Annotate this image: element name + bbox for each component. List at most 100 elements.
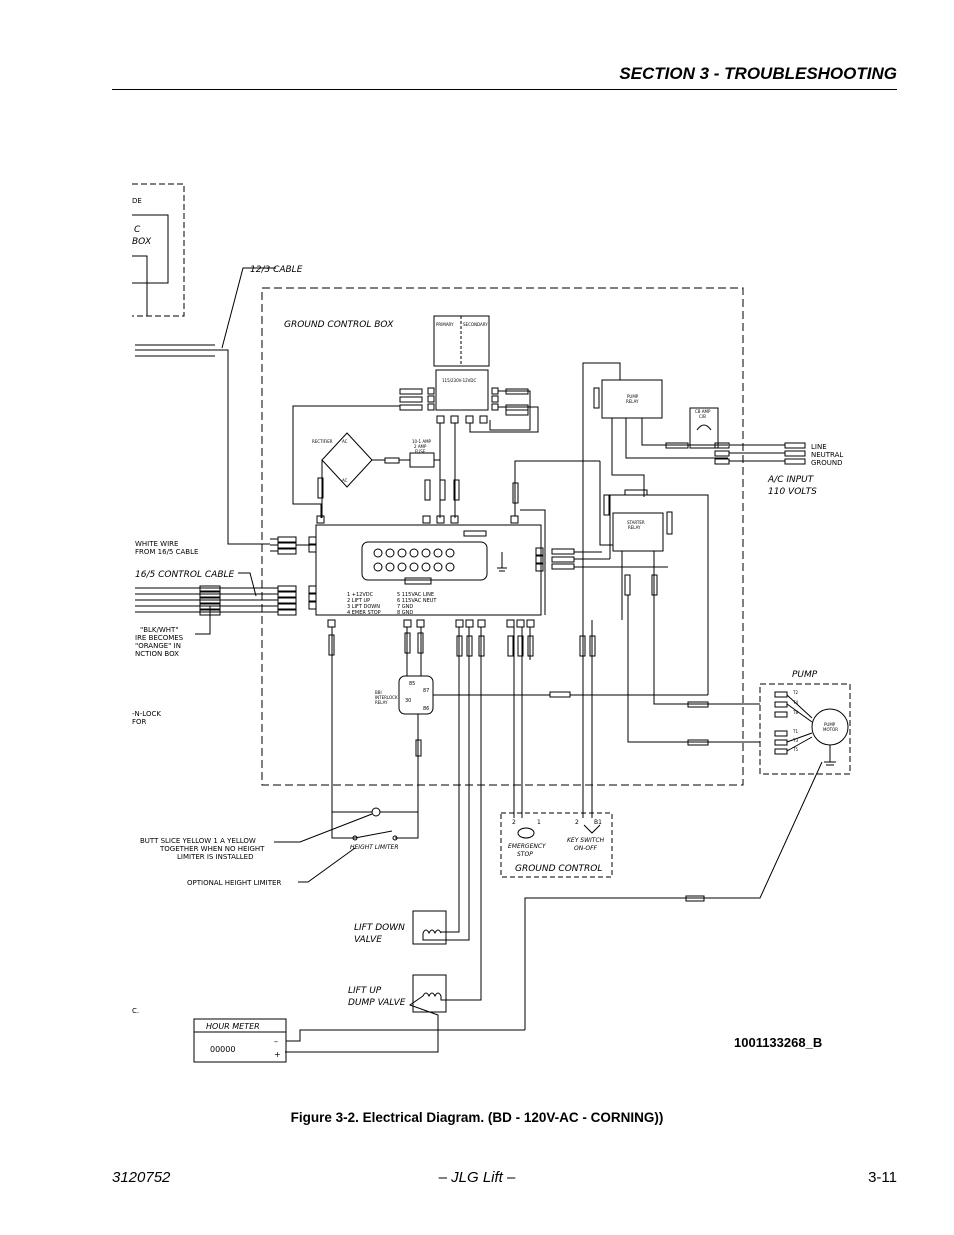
rectifier-label: RECTIFIER (312, 439, 333, 444)
lift-up-coil (422, 992, 442, 998)
butt-splice-label-3: LIMITER IS INSTALLED (177, 853, 253, 861)
terminal (450, 515, 459, 524)
wire (422, 627, 470, 941)
pump-terminal (774, 748, 788, 755)
board-legend: 3 LIFT DOWN (347, 604, 380, 610)
wire-tag-vertical (439, 479, 446, 501)
wire-tag (384, 457, 400, 464)
wire-tag-vertical (589, 635, 596, 657)
circuit-breaker-label: CB AMP (695, 409, 711, 414)
connector-pin (421, 562, 431, 572)
line-label: LINE (811, 443, 827, 451)
wire-tag (277, 585, 297, 592)
pump-terminal-label: T3 (792, 738, 798, 743)
ground-control-box-label: GROUND CONTROL BOX (284, 320, 394, 330)
terminal-label: 2 (575, 819, 579, 826)
wire-tag (277, 536, 297, 543)
wire-tag (399, 404, 423, 411)
wire-tag (714, 458, 730, 465)
interlock-label-2: FOR (132, 718, 147, 726)
header-rule (112, 89, 897, 90)
ac-input-label: A/C INPUT (767, 475, 815, 485)
wire (285, 995, 439, 1053)
relay-pin-label: 86 (423, 706, 429, 712)
left-c-label: C (134, 225, 141, 235)
wire-tag-vertical (593, 387, 600, 409)
pump-motor-label-2: MOTOR (823, 727, 838, 732)
wire-tag-vertical (603, 494, 610, 516)
pump-box (759, 683, 851, 775)
rectifier-bridge (321, 432, 373, 488)
relay-pin-label: 85 (409, 681, 415, 687)
interlock-relay-label: BBI (375, 690, 382, 695)
interlock-label: -N-LOCK (132, 710, 161, 718)
left-de-label: DE (132, 197, 142, 205)
pump-terminal-label: T5 (792, 747, 798, 752)
left-box-label: BOX (132, 237, 152, 247)
wire-tag (784, 442, 806, 449)
lift-down-label: LIFT DOWN (354, 923, 405, 933)
key-switch-symbol (583, 824, 601, 834)
wire-tag (277, 603, 297, 610)
figure-caption: Figure 3-2. Electrical Diagram. (BD - 12… (290, 1110, 664, 1125)
wire-tag-vertical (517, 635, 524, 657)
height-limiter-switch (354, 830, 393, 839)
pump-terminal (774, 739, 788, 746)
wire-tag-vertical (424, 479, 431, 501)
connector-pin (397, 562, 407, 572)
wire (786, 732, 813, 743)
wire-tag-vertical (415, 739, 422, 757)
control-cable-label: 16/5 CONTROL CABLE (135, 570, 235, 580)
height-limiter-label: HEIGHT LIMITER (350, 844, 399, 851)
cable-12-3-run (215, 349, 270, 545)
connector-pin (421, 548, 431, 558)
wire (786, 703, 813, 723)
wire-tag (784, 458, 806, 465)
terminal (510, 515, 519, 524)
terminal (506, 619, 515, 628)
section-title: SECTION 3 - TROUBLESHOOTING (619, 64, 897, 83)
connector-pin (397, 548, 407, 558)
terminal (535, 555, 544, 564)
terminal (316, 515, 325, 524)
footer-publisher: – JLG Lift – (438, 1169, 516, 1186)
terminal (436, 415, 445, 424)
footer-page-number: 3-11 (868, 1169, 897, 1186)
wire-tag (665, 442, 689, 449)
fuse-label: 10-1 AMP (412, 439, 432, 444)
blk-wht-leader (195, 606, 211, 635)
connector-plug (361, 541, 488, 581)
blk-wht-label-3: "ORANGE" IN (135, 642, 181, 650)
wire-tag (277, 597, 297, 604)
hour-meter-minus: – (274, 1037, 278, 1046)
rectifier-ac-label: AC (342, 439, 348, 444)
wire-tag (551, 556, 575, 563)
connector-pin (433, 562, 443, 572)
starter-relay-label: STARTER (627, 520, 645, 525)
terminal (450, 415, 459, 424)
wire-tag (549, 691, 571, 698)
wire (524, 761, 823, 1030)
wire-tag-vertical (507, 635, 514, 657)
left-box-outline (132, 183, 185, 317)
starter-relay (612, 512, 664, 552)
key-switch-label-2: ON-OFF (574, 845, 598, 852)
transformer-terminal-block (435, 369, 489, 411)
rectifier-ac-label: AC (342, 478, 348, 483)
wire-tag (399, 396, 423, 403)
butt-splice-label: BUTT SLICE YELLOW 1 A YELLOW (140, 837, 256, 845)
transformer-terminal (491, 403, 499, 411)
pump-terminal-label: T8 (792, 710, 798, 715)
terminal (477, 619, 486, 628)
wire (520, 509, 546, 615)
terminal (455, 619, 464, 628)
connector-pin (409, 562, 419, 572)
connector-pin (385, 562, 395, 572)
pump-relay (601, 379, 663, 419)
starter-relay-label-2: RELAY (628, 525, 641, 530)
fuse-holder (409, 452, 435, 468)
wire-tag (687, 739, 709, 746)
connector-pin (445, 562, 455, 572)
wire (469, 406, 539, 433)
terminal (308, 585, 317, 594)
